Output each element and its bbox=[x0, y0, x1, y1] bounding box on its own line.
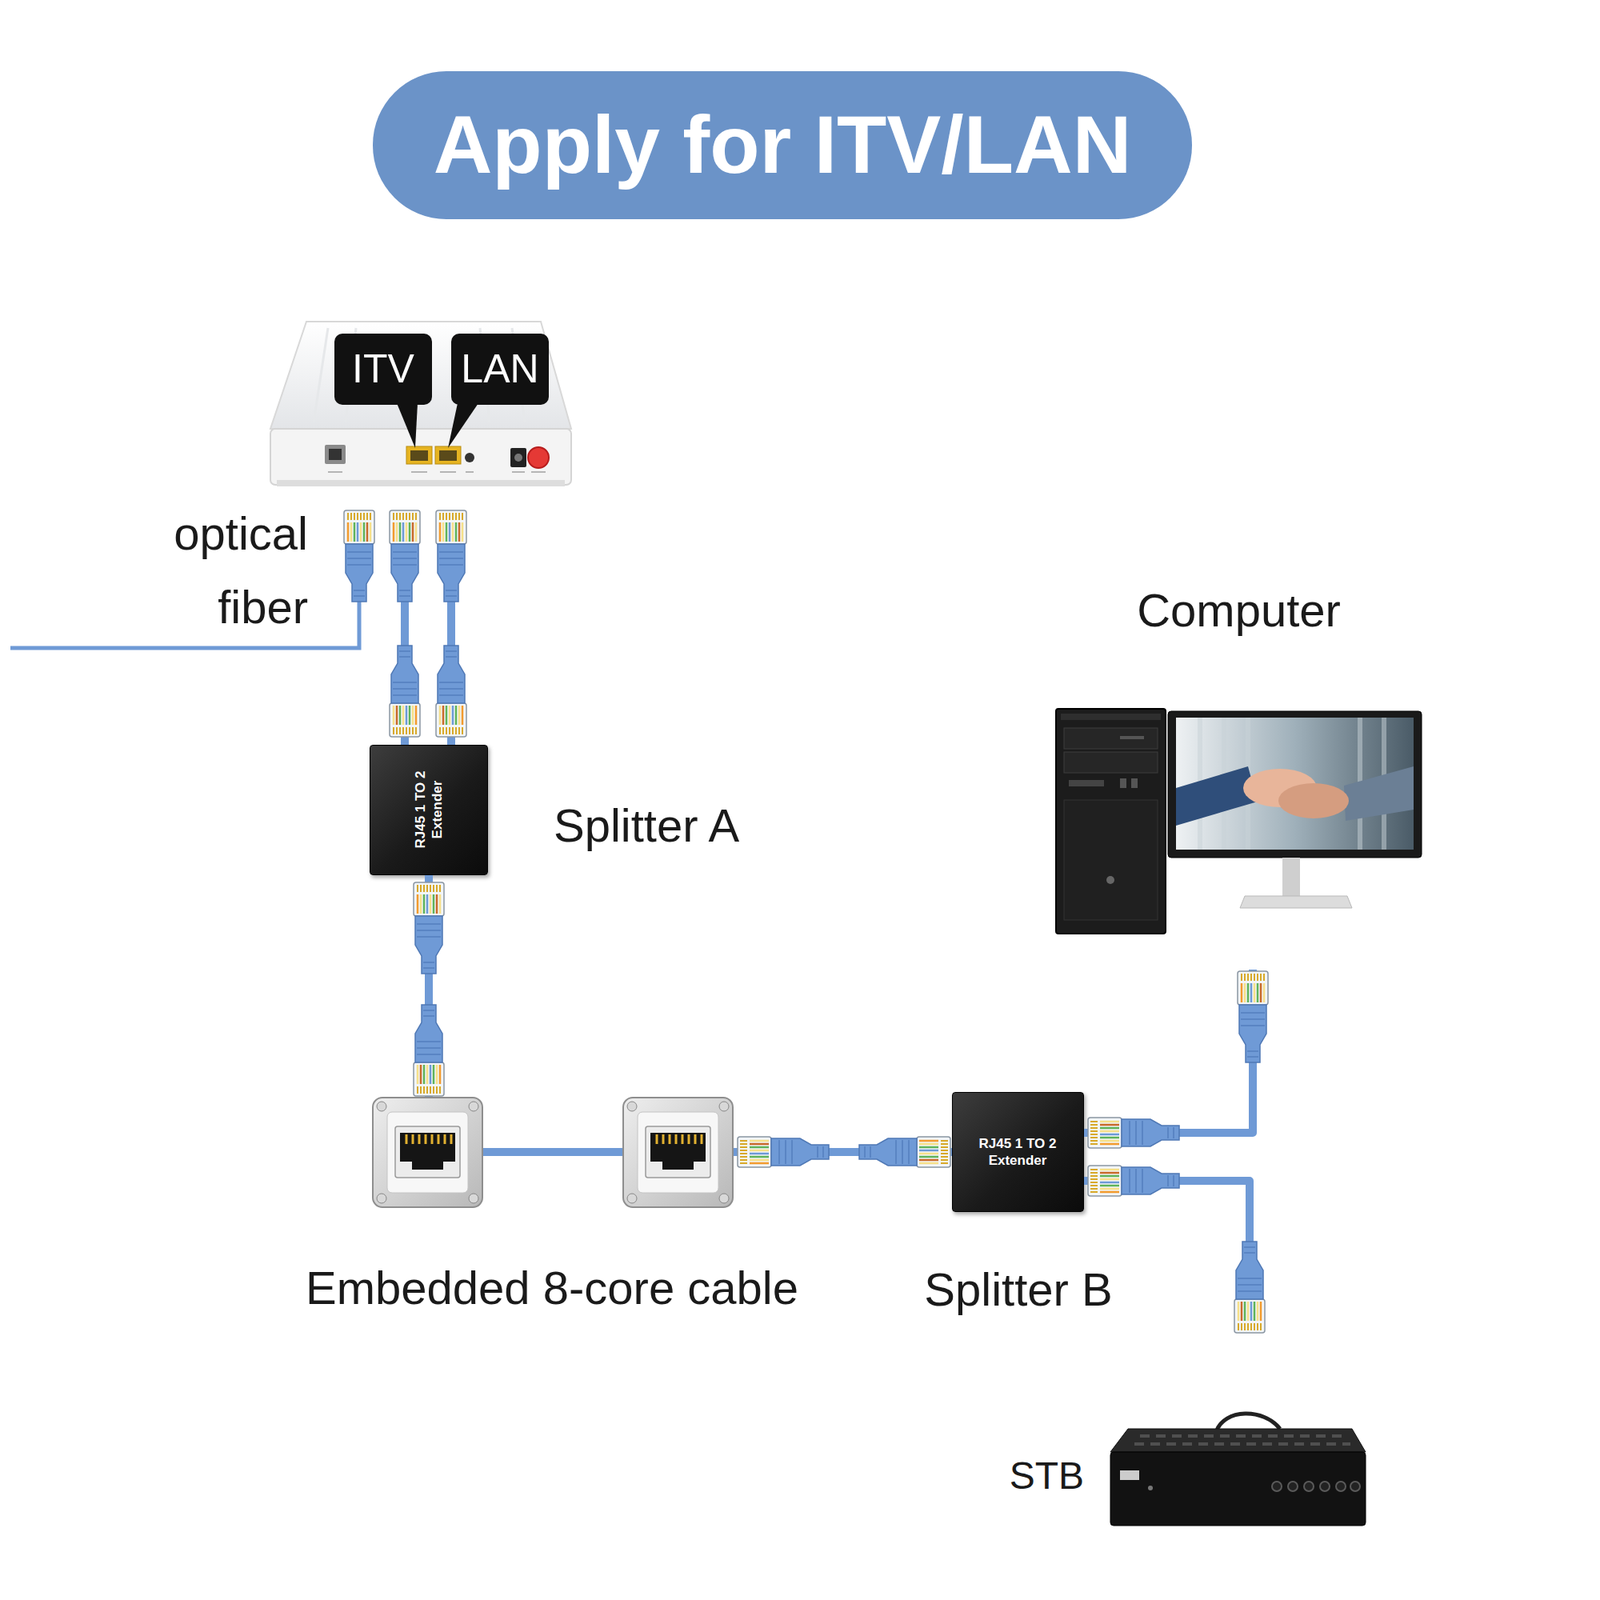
set-top-box-illustration bbox=[1140, 1434, 1344, 1438]
splitter-box: RJ45 1 TO 2 ExtenderSplitter A bbox=[369, 744, 488, 876]
rj45-plug bbox=[344, 510, 375, 602]
router-illustration bbox=[276, 480, 565, 487]
set-top-box-illustration bbox=[1336, 1481, 1346, 1492]
set-top-box-illustration bbox=[1350, 1481, 1360, 1492]
set-top-box-illustration bbox=[1110, 1452, 1366, 1526]
router-illustration bbox=[528, 447, 549, 468]
rj45-plug bbox=[1088, 1165, 1180, 1196]
computer-illustration bbox=[1064, 800, 1158, 920]
set-top-box-node: STB bbox=[1110, 1332, 1366, 1526]
computer-illustration bbox=[1168, 711, 1422, 858]
router-illustration bbox=[328, 448, 342, 460]
network-cable bbox=[1084, 1180, 1250, 1333]
rj45-plug bbox=[413, 1004, 444, 1096]
computer-illustration bbox=[1056, 708, 1166, 934]
router-illustration bbox=[510, 448, 527, 468]
computer-illustration bbox=[1064, 728, 1158, 749]
router-illustration bbox=[270, 321, 572, 429]
computer-illustration bbox=[1120, 778, 1127, 788]
device-heading: STB bbox=[974, 1453, 1084, 1498]
computer-illustration bbox=[1131, 778, 1138, 788]
computer-illustration bbox=[1120, 736, 1144, 740]
router-illustration bbox=[406, 446, 432, 464]
computer-illustration bbox=[1243, 768, 1317, 808]
part-heading: Splitter A bbox=[553, 799, 740, 853]
title-banner: Apply for ITV/LAN bbox=[372, 71, 1192, 220]
computer-illustration bbox=[1060, 713, 1161, 720]
splitter-box: RJ45 1 TO 2 ExtenderSplitter B bbox=[952, 1092, 1084, 1212]
rj45-plug bbox=[859, 1136, 951, 1168]
network-cable bbox=[400, 512, 409, 745]
computer-illustration bbox=[1176, 766, 1258, 826]
set-top-box-illustration bbox=[1288, 1481, 1298, 1492]
router-illustration bbox=[439, 450, 457, 461]
rj45-plug bbox=[413, 882, 444, 974]
rj45-plug bbox=[1234, 1241, 1265, 1333]
title-text: Apply for ITV/LAN bbox=[433, 98, 1132, 192]
rj45-plug bbox=[436, 510, 467, 602]
computer-illustration bbox=[1176, 717, 1414, 850]
wall-jack bbox=[623, 1097, 733, 1208]
cable-label: optical fiber bbox=[108, 496, 308, 644]
device-marking: RJ45 1 TO 2 Extender bbox=[412, 749, 447, 870]
callout-badge bbox=[396, 403, 418, 448]
router-node: ITV LAN bbox=[270, 320, 572, 512]
wall-jack bbox=[372, 1097, 483, 1208]
router-illustration bbox=[270, 321, 572, 487]
rj45-plug bbox=[344, 510, 1268, 1333]
rj45-plug bbox=[436, 645, 467, 737]
set-top-box-illustration bbox=[1120, 1470, 1140, 1480]
computer-illustration bbox=[1282, 857, 1300, 898]
router-illustration bbox=[328, 471, 546, 473]
callout-badge bbox=[448, 403, 479, 448]
port-callout: ITV bbox=[334, 333, 432, 405]
computer-illustration bbox=[1344, 766, 1414, 821]
port-callout: LAN bbox=[451, 333, 549, 405]
router-illustration bbox=[464, 452, 475, 463]
rj45-plug bbox=[389, 510, 420, 602]
router-illustration bbox=[514, 453, 523, 462]
router-illustration bbox=[324, 444, 346, 464]
computer-illustration bbox=[1200, 717, 1384, 850]
set-top-box-illustration bbox=[1304, 1481, 1314, 1492]
set-top-box-illustration bbox=[1216, 1413, 1280, 1432]
rj45-plug bbox=[737, 1136, 829, 1168]
computer-illustration bbox=[1106, 876, 1115, 884]
router-illustration bbox=[435, 446, 461, 464]
computer-illustration bbox=[1240, 896, 1352, 908]
rj45-plug bbox=[389, 645, 420, 737]
device-marking: RJ45 1 TO 2 Extender bbox=[957, 1135, 1078, 1170]
network-cable bbox=[1084, 969, 1253, 1133]
rj45-plug bbox=[1237, 971, 1268, 1063]
router-illustration bbox=[410, 450, 428, 461]
network-cable bbox=[447, 512, 456, 745]
computer-illustration bbox=[1068, 780, 1104, 787]
computer-illustration bbox=[1056, 708, 1422, 934]
callout-badge bbox=[334, 333, 549, 448]
computer-illustration bbox=[1064, 752, 1158, 773]
computer-illustration bbox=[1278, 783, 1349, 819]
set-top-box-illustration bbox=[1110, 1428, 1366, 1452]
cable-label: Embedded 8-core cable bbox=[288, 1261, 816, 1316]
rj45-plug bbox=[1088, 1117, 1180, 1148]
set-top-box-illustration bbox=[1148, 1485, 1153, 1491]
set-top-box-illustration bbox=[1134, 1442, 1351, 1446]
callout-badge bbox=[451, 333, 549, 405]
set-top-box-illustration bbox=[1320, 1481, 1330, 1492]
set-top-box-illustration bbox=[1110, 1413, 1366, 1526]
part-heading: Splitter B bbox=[898, 1263, 1139, 1317]
callout-badge bbox=[334, 333, 432, 405]
computer-node: Computer bbox=[1056, 708, 1422, 970]
network-cable bbox=[428, 875, 952, 1152]
device-heading: Computer bbox=[1056, 584, 1422, 638]
set-top-box-illustration bbox=[1272, 1481, 1282, 1492]
wall-jack bbox=[372, 1097, 733, 1208]
router-illustration bbox=[270, 428, 572, 485]
